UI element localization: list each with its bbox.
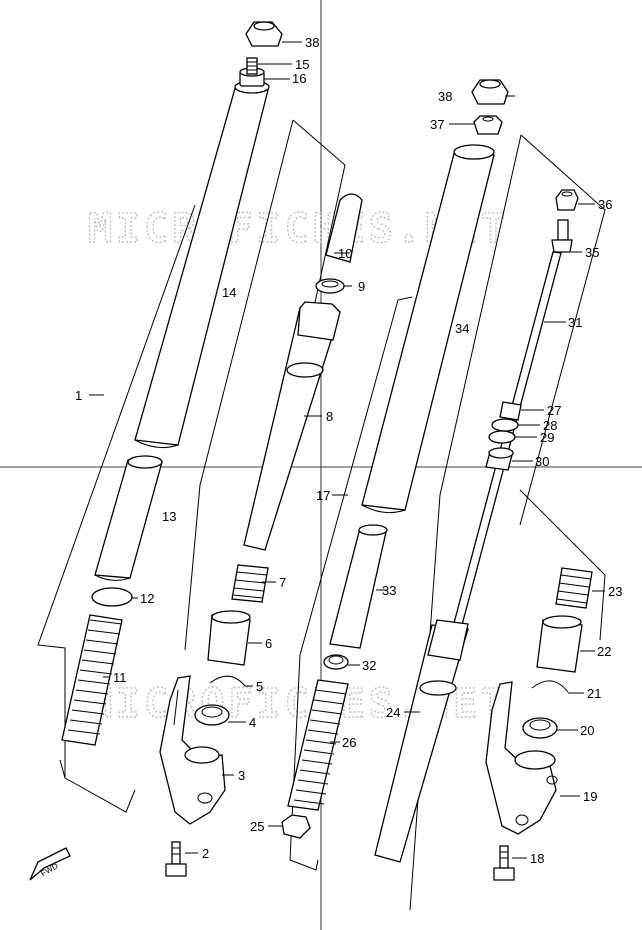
seat-25 [281,814,311,839]
callout-12: 12 [140,591,154,606]
group-outline-31 [519,134,606,526]
callout-7: 7 [279,575,286,590]
outer-tube-13 [94,455,163,581]
callout-23: 23 [608,584,622,599]
callout-37: 37 [430,117,444,132]
callout-21: 21 [587,686,601,701]
nut-36 [555,189,579,211]
leader-lines [89,41,605,859]
callout-18: 18 [530,851,544,866]
callout-2: 2 [202,846,209,861]
spring-7 [231,564,269,603]
callout-33: 33 [382,583,396,598]
callout-36: 36 [598,197,612,212]
callout-1: 1 [75,388,82,403]
fork-bottom-19 [485,681,558,835]
collar-22 [536,615,583,673]
group-outline-17 [289,296,413,871]
ring-29 [488,430,516,444]
cap-38-left [245,21,283,47]
bolt-18 [493,845,515,881]
cap-38-right [471,79,509,105]
callout-15: 15 [295,57,309,72]
callout-20: 20 [580,723,594,738]
nut-27 [499,401,522,421]
group-outline-1b [59,759,66,779]
oil-seal-4 [194,704,230,726]
group-outline-1 [37,204,196,813]
callout-35: 35 [585,245,599,260]
cap-10 [325,193,363,263]
callout-32: 32 [362,658,376,673]
inner-tube-14 [134,80,270,449]
callout-28: 28 [543,418,557,433]
inner-tube-34 [361,144,495,514]
collar-6 [207,610,251,666]
callout-6: 6 [265,636,272,651]
callout-9: 9 [358,279,365,294]
group-outline-8b [184,119,294,651]
callout-30: 30 [535,454,549,469]
seal-9 [315,278,345,294]
callout-3: 3 [238,768,245,783]
cartridge-24 [374,619,469,863]
callout-8: 8 [326,409,333,424]
callout-22: 22 [597,644,611,659]
nut-37 [473,115,503,135]
callout-34: 34 [455,321,469,336]
oil-seal-20 [522,717,558,739]
spring-11 [61,614,123,746]
callout-29: 29 [540,430,554,445]
spring-seat-12 [91,587,133,607]
callout-17: 17 [316,488,330,503]
callout-26: 26 [342,735,356,750]
callout-11: 11 [113,670,127,685]
fork-bottom-3 [159,675,226,825]
spring-23 [555,567,593,609]
callout-4: 4 [249,715,256,730]
callout-38-right: 38 [438,89,452,104]
snap-ring-5 [209,675,246,687]
ring-32 [323,654,349,670]
callout-13: 13 [162,509,176,524]
adjuster-35 [551,219,573,253]
bolt-2 [165,841,187,877]
spring-26 [287,679,349,811]
washer-28 [491,418,519,432]
callout-labels: 38 15 16 1 14 13 12 11 10 9 8 7 6 5 4 3 … [75,35,622,866]
adjuster-15 [246,57,258,75]
callout-27: 27 [547,403,561,418]
callout-19: 19 [583,789,597,804]
callout-10: 10 [338,246,352,261]
callout-5: 5 [256,679,263,694]
callout-24: 24 [386,705,400,720]
callout-14: 14 [222,285,236,300]
snap-ring-21 [531,680,569,693]
piston-30 [485,447,514,471]
group-outline-19 [519,489,606,641]
damper-rod-8 [243,301,341,551]
callout-31: 31 [568,315,582,330]
callout-25: 25 [250,819,264,834]
fwd-arrow-icon: FWD [29,847,71,881]
callout-16: 16 [292,71,306,86]
callout-38-left: 38 [305,35,319,50]
outer-tube-33 [329,524,388,649]
